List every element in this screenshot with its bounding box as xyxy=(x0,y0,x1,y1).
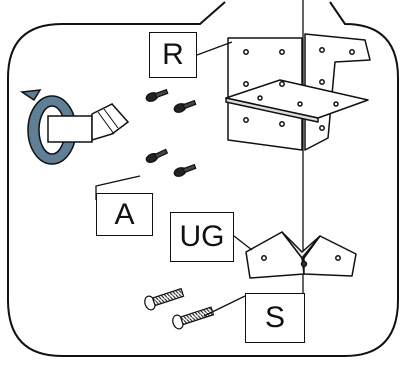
label-s: S xyxy=(245,293,305,343)
callout-frame xyxy=(7,1,399,357)
bracket-r xyxy=(225,33,371,151)
bracket-ug xyxy=(245,231,357,279)
label-a: A xyxy=(96,193,153,236)
label-r: R xyxy=(149,32,197,78)
label-ug: UG xyxy=(170,212,234,262)
drill-bit-rotation-icon xyxy=(19,89,130,165)
long-screw-icon xyxy=(144,287,215,330)
screw-icon xyxy=(145,88,197,177)
